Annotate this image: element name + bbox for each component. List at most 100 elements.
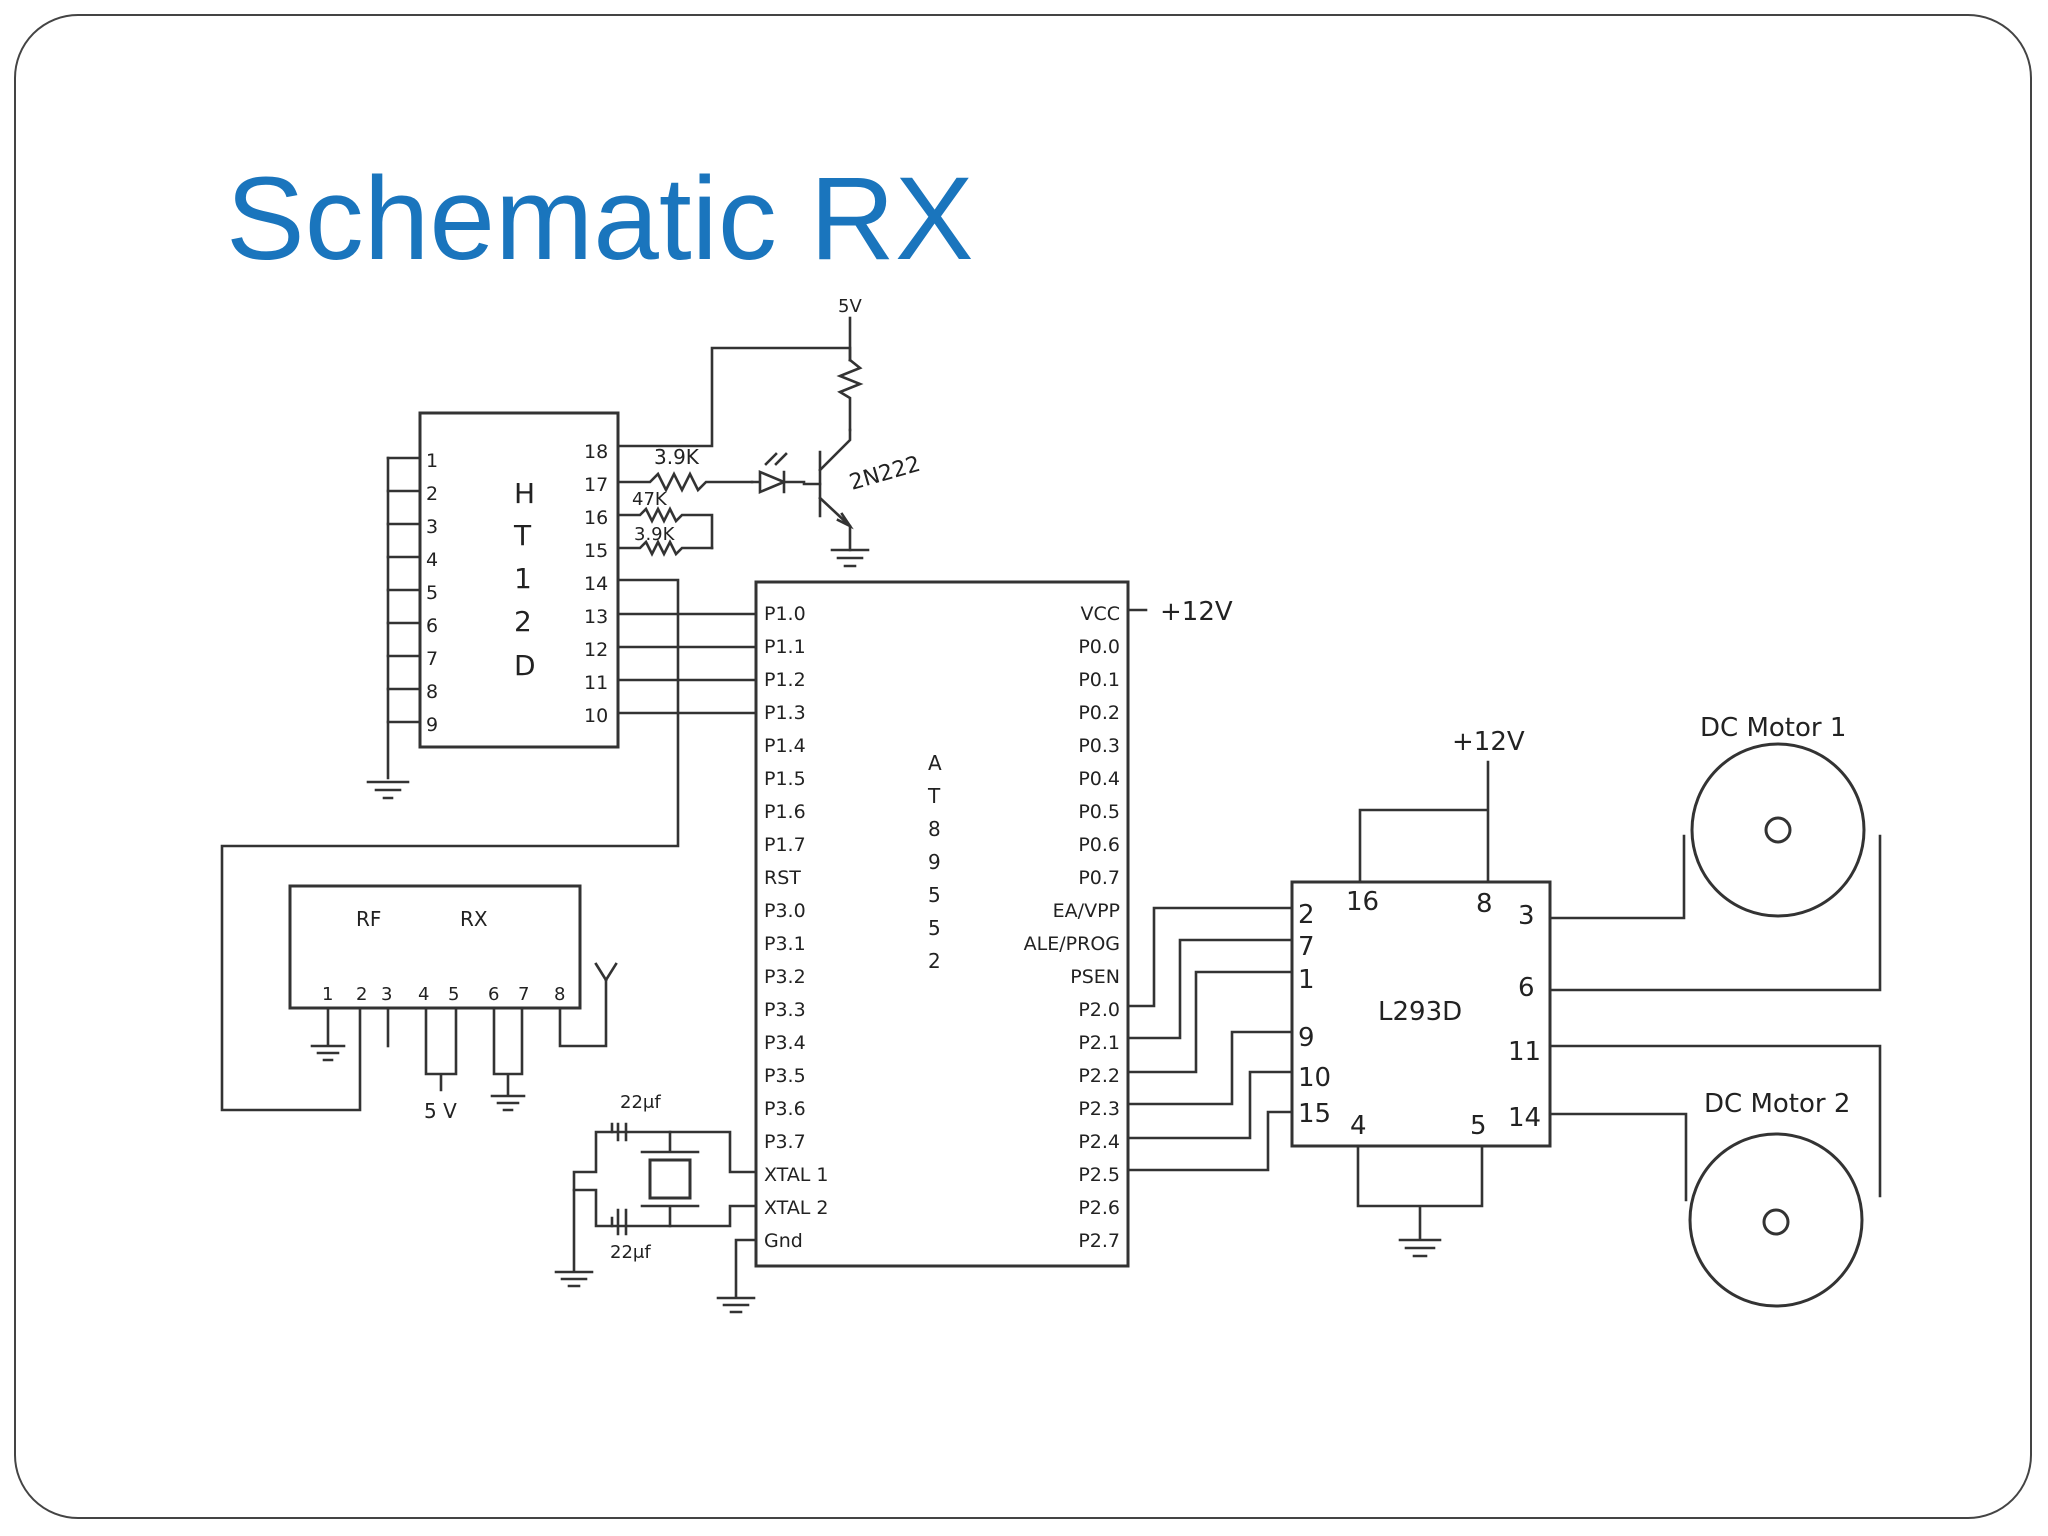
rf-pin: 3 [381, 984, 392, 1005]
ht12d-pin: 4 [426, 549, 438, 571]
ht12d-pin: 13 [584, 606, 608, 628]
resistor-label: 47K [632, 489, 668, 510]
mcu-vcc: +12V [1126, 597, 1233, 627]
ht12d-chip: H T 1 2 D 1 2 3 4 5 6 7 8 9 18 17 16 15 … [418, 411, 620, 749]
slide-title: Schematic RX [226, 153, 974, 285]
data-bus [616, 612, 758, 715]
resistor-label: 3.9K [634, 524, 676, 545]
l293d-name: L293D [1378, 997, 1462, 1027]
mcu-pin-label: P0.1 [1078, 669, 1120, 691]
mcu-pin-label: P2.7 [1078, 1230, 1120, 1252]
rf-pin: 4 [418, 984, 429, 1005]
mcu-pin-label: Gnd [764, 1230, 803, 1252]
l293d-pin: 3 [1518, 901, 1535, 931]
mcu-pin-label: P0.3 [1078, 735, 1120, 757]
ht12d-pin: 12 [584, 639, 608, 661]
ht12d-pin: 15 [584, 540, 608, 562]
l293d-pin: 8 [1476, 889, 1493, 919]
crystal-oscillator: 22μf 22μf [554, 1092, 758, 1314]
mcu-pin-label: P3.7 [764, 1131, 806, 1153]
rf-pin: 6 [488, 984, 499, 1005]
motor-label: DC Motor 1 [1700, 713, 1846, 743]
mcu-pin-label: XTAL 1 [764, 1164, 829, 1186]
ht12d-pin: 10 [584, 705, 608, 727]
l293d-pin: 7 [1298, 932, 1315, 962]
dc-motor-2: DC Motor 2 [1548, 1044, 1882, 1308]
mcu-pin-label: P3.2 [764, 966, 806, 988]
rf-label: RF [356, 907, 381, 931]
ht12d-letter: D [514, 649, 536, 682]
mcu-pin-label: P1.3 [764, 702, 806, 724]
mcu-letter: 2 [928, 949, 941, 973]
mcu-pin-label: P2.5 [1078, 1164, 1120, 1186]
ht12d-pin: 8 [426, 681, 438, 703]
mcu-letter: 5 [928, 883, 941, 907]
cap-label: 22μf [620, 1092, 661, 1113]
rf-pin: 8 [554, 984, 565, 1005]
mcu-pin-label: P0.6 [1078, 834, 1120, 856]
mcu-vcc-supply: +12V [1160, 597, 1233, 627]
ht12d-pin: 14 [584, 573, 608, 595]
l293d-pin: 14 [1508, 1103, 1541, 1133]
l293d-chip: L293D 16 8 2 7 1 9 10 15 3 6 11 14 4 5 +… [1290, 727, 1552, 1258]
mcu-pin-label: P0.4 [1078, 768, 1120, 790]
rf-pin: 7 [518, 984, 529, 1005]
l293d-pin: 16 [1346, 887, 1379, 917]
mcu-pin-label: XTAL 2 [764, 1197, 829, 1219]
ht12d-pin: 5 [426, 582, 438, 604]
ht12d-letter: H [514, 477, 535, 510]
l293d-pin: 6 [1518, 973, 1535, 1003]
motor-control-lines [1126, 906, 1294, 1172]
mcu-pin-label: P2.2 [1078, 1065, 1120, 1087]
mcu-pin-label: P3.1 [764, 933, 806, 955]
ht12d-pin: 1 [426, 450, 438, 472]
supply-5v-label: 5V [838, 296, 862, 317]
mcu-pin-label: P1.4 [764, 735, 806, 757]
ht12d-pin: 17 [584, 474, 608, 496]
mcu-pin-label: P1.5 [764, 768, 806, 790]
mcu-pin-label: P1.2 [764, 669, 806, 691]
resistor-label: 3.9K [654, 445, 700, 469]
ht12d-letter: T [513, 519, 532, 552]
ground-symbol [366, 780, 410, 800]
mcu-pin-label: P3.6 [764, 1098, 806, 1120]
mcu-pin-label: P2.6 [1078, 1197, 1120, 1219]
cap-label: 22μf [610, 1242, 651, 1263]
ht12d-letter: 1 [514, 562, 532, 595]
mcu-pin-label: EA/VPP [1053, 900, 1120, 922]
mcu-pin-label: P1.1 [764, 636, 806, 658]
mcu-letter: A [928, 751, 942, 775]
rf-rx-module: RF RX 1 2 3 4 5 6 7 8 5 V [220, 578, 680, 1123]
ht12d-pin: 2 [426, 483, 438, 505]
ht12d-pin: 7 [426, 648, 438, 670]
ht12d-letter: 2 [514, 605, 532, 638]
mcu-right-pins: VCCP0.0P0.1P0.2P0.3P0.4P0.5P0.6P0.7EA/VP… [1024, 603, 1120, 1252]
rx-label: RX [460, 907, 488, 931]
l293d-pin: 11 [1508, 1037, 1541, 1067]
mcu-pin-label: P3.0 [764, 900, 806, 922]
mcu-pin-label: P1.7 [764, 834, 806, 856]
l293d-pin: 1 [1298, 965, 1315, 995]
mcu-letter: T [927, 784, 941, 808]
mcu-pin-label: P3.5 [764, 1065, 806, 1087]
mcu-pin-label: RST [764, 867, 801, 889]
transistor-label: 2N222 [847, 452, 924, 496]
mcu-pin-label: P2.3 [1078, 1098, 1120, 1120]
mcu-pin-label: P1.0 [764, 603, 806, 625]
rf-pin: 2 [356, 984, 367, 1005]
vt-led-network: 5V 2N222 3.9K 47K 3.9K [616, 296, 924, 568]
l293d-supply: +12V [1452, 727, 1525, 757]
rf-supply-label: 5 V [424, 1099, 457, 1123]
ht12d-pin: 3 [426, 516, 438, 538]
mcu-left-pins: P1.0P1.1P1.2P1.3P1.4P1.5P1.6P1.7RSTP3.0P… [764, 603, 829, 1252]
mcu-pin-label: ALE/PROG [1024, 933, 1120, 955]
l293d-pin: 9 [1298, 1023, 1315, 1053]
mcu-pin-label: P0.5 [1078, 801, 1120, 823]
mcu-pin-label: VCC [1080, 603, 1120, 625]
mcu-pin-label: PSEN [1070, 966, 1120, 988]
mcu-letter: 8 [928, 817, 941, 841]
l293d-pin: 15 [1298, 1099, 1331, 1129]
ht12d-address-bus [386, 456, 422, 780]
mcu-pin-label: P2.1 [1078, 1032, 1120, 1054]
